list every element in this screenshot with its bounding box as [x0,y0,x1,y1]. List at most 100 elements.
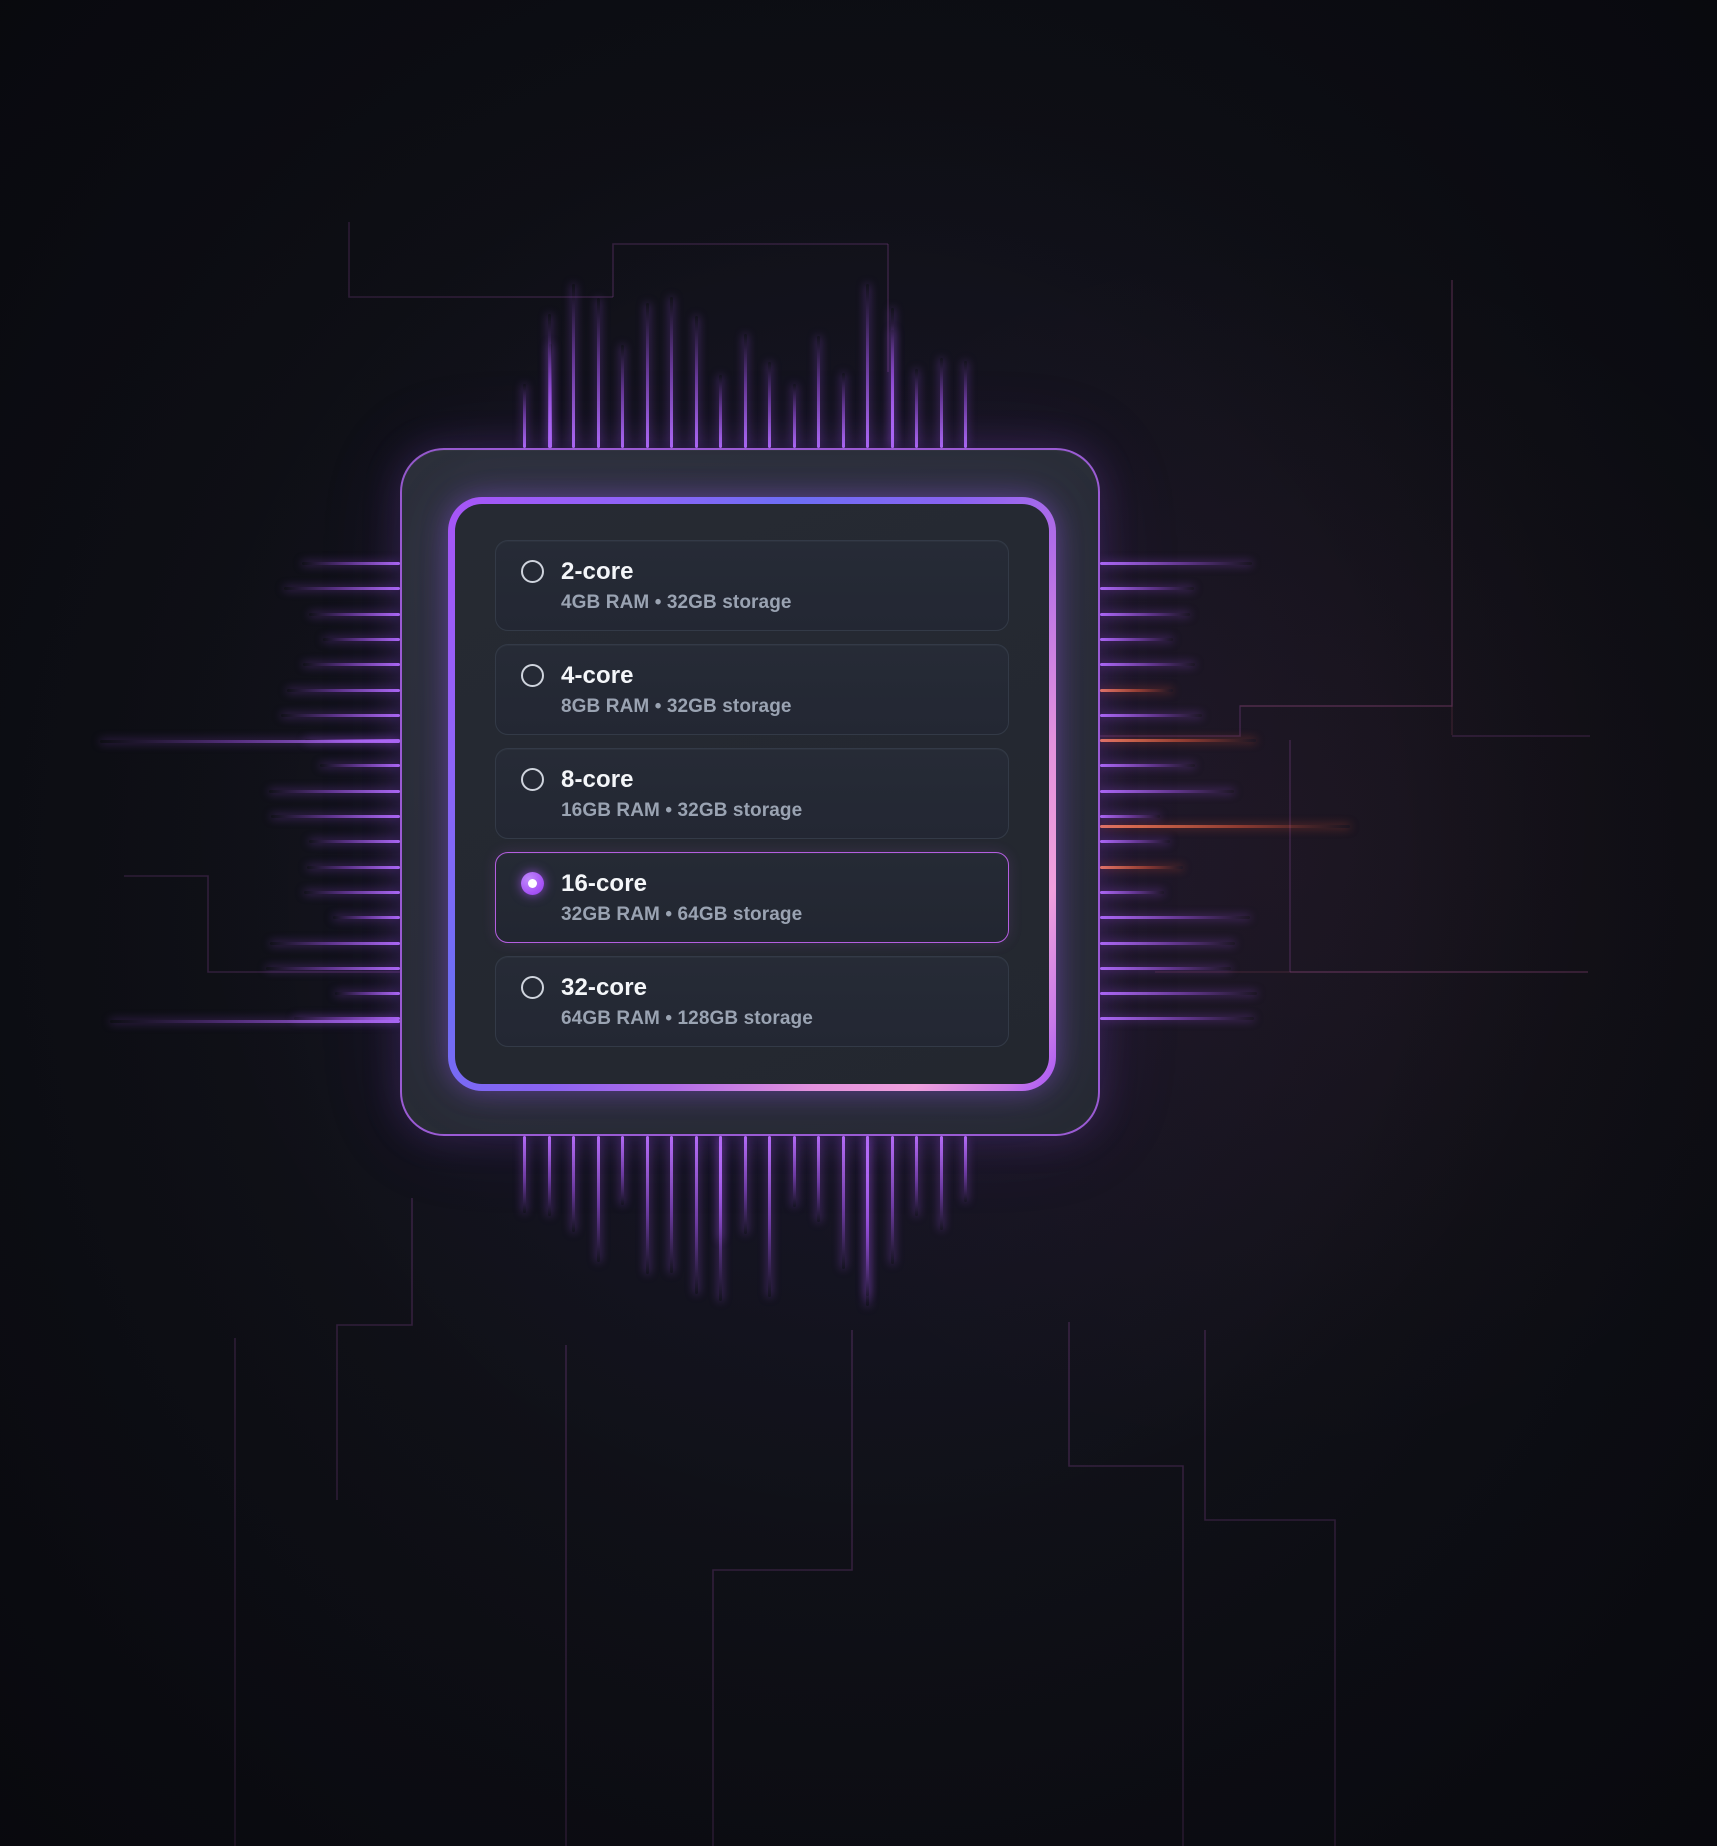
chip-pin [743,334,747,448]
chip-pin [1100,688,1173,692]
chip-pin [1100,713,1202,717]
chip-pin [1100,587,1194,591]
chip-pin [645,303,649,448]
radio-icon-4-core[interactable] [521,664,544,687]
chip-pin [1100,966,1231,970]
chip-pin [547,1136,551,1216]
chip-pin [670,297,673,448]
chip-pin [621,345,624,448]
chip-pin [817,1136,820,1222]
chip-pin [1100,916,1250,920]
chip-pin [1100,941,1235,945]
option-label: 4-core [561,661,634,689]
chip-pin [1100,764,1195,768]
radio-icon-16-core[interactable] [521,872,544,895]
radio-icon-8-core[interactable] [521,768,544,791]
processor-chip-body: 2-core 4GB RAM • 32GB storage 4-core 8GB… [400,448,1100,1136]
option-header: 2-core [521,557,983,585]
chip-pin [100,740,400,743]
chip-pin [964,1136,967,1202]
chip-gradient-ring: 2-core 4GB RAM • 32GB storage 4-core 8GB… [448,497,1056,1091]
chip-pin [323,637,400,641]
chip-pin [1100,840,1170,844]
option-label: 8-core [561,765,634,793]
option-header: 32-core [521,973,983,1001]
option-spec: 32GB RAM • 64GB storage [561,903,803,925]
option-label: 32-core [561,973,648,1001]
chip-pin [694,1136,698,1294]
radio-icon-2-core[interactable] [521,560,544,583]
option-spec: 8GB RAM • 32GB storage [561,695,792,717]
chip-pin [270,941,400,945]
chip-pin [549,344,552,448]
chip-pin [281,713,400,717]
chip-pin [1100,1017,1254,1021]
chip-pin [302,562,400,565]
chip-pin [572,284,575,448]
chip-pin [694,316,698,448]
chip-pin [269,789,400,793]
option-label: 2-core [561,557,634,585]
option-label: 16-core [561,869,648,897]
chip-pin [333,916,400,920]
chip-pin [304,890,400,894]
chip-pin [719,1136,722,1301]
chip-pin [1100,890,1164,894]
option-spec: 64GB RAM • 128GB storage [561,1007,813,1029]
option-card-2-core[interactable]: 2-core 4GB RAM • 32GB storage [495,540,1009,631]
chip-pin [768,1136,771,1297]
chip-pin [915,1136,918,1216]
option-card-32-core[interactable]: 32-core 64GB RAM • 128GB storage [495,956,1009,1047]
option-card-8-core[interactable]: 8-core 16GB RAM • 32GB storage [495,748,1009,839]
chip-pin [1100,992,1257,996]
chip-pin [335,992,400,996]
chip-pin [572,1136,575,1232]
chip-die-surface: 2-core 4GB RAM • 32GB storage 4-core 8GB… [455,504,1049,1084]
chip-pin [743,1136,747,1234]
chip-pin [309,612,400,616]
chip-pin [284,587,400,591]
chip-pin [1100,663,1195,667]
chip-pin [621,1136,624,1205]
chip-pin [891,308,894,448]
chip-pin [964,361,967,448]
chip-pin [596,298,600,448]
chip-pin [841,373,845,448]
option-header: 8-core [521,765,983,793]
chip-pin [110,1020,400,1023]
chip-pin [1100,562,1252,565]
chip-pin [307,865,400,869]
chip-pin [792,1136,796,1207]
chip-pin [1100,865,1183,869]
chip-pin [271,815,400,818]
chip-pin [309,840,400,844]
chip-pin [287,688,400,692]
chip-pin [915,369,918,448]
chip-pin [303,663,400,667]
chip-pin [1100,825,1350,828]
option-spec: 16GB RAM • 32GB storage [561,799,803,821]
chip-pin [1100,637,1173,641]
chip-pin [670,1136,673,1273]
option-card-16-core[interactable]: 16-core 32GB RAM • 64GB storage [495,852,1009,943]
chip-pin [1100,612,1190,616]
chip-pin [768,362,771,448]
chip-pin [1100,789,1234,793]
chip-pin [596,1136,600,1262]
radio-icon-32-core[interactable] [521,976,544,999]
chip-pin [841,1136,845,1269]
chip-pin [320,764,400,768]
option-card-4-core[interactable]: 4-core 8GB RAM • 32GB storage [495,644,1009,735]
chip-pin [523,1136,526,1213]
chip-pin [890,1136,894,1264]
option-header: 4-core [521,661,983,689]
chip-pin [792,384,796,448]
chip-pin [939,1136,943,1230]
chip-pin [1100,815,1160,818]
chip-pin [866,1136,869,1306]
chip-pin [266,966,400,970]
chip-pin [645,1136,649,1274]
chip-pin [817,336,820,448]
option-header: 16-core [521,869,983,897]
